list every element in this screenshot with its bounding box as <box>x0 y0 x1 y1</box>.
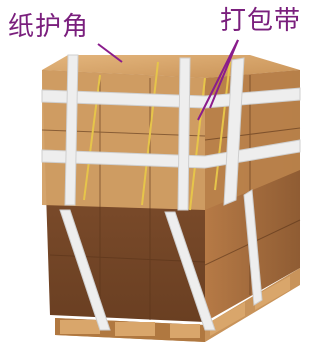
strapping-band-label: 打包带 <box>220 6 302 36</box>
pointer-lines <box>97 39 239 121</box>
strapping-bands <box>41 54 301 331</box>
pallet <box>55 268 300 342</box>
corner-protector-label: 纸护角 <box>8 12 90 42</box>
